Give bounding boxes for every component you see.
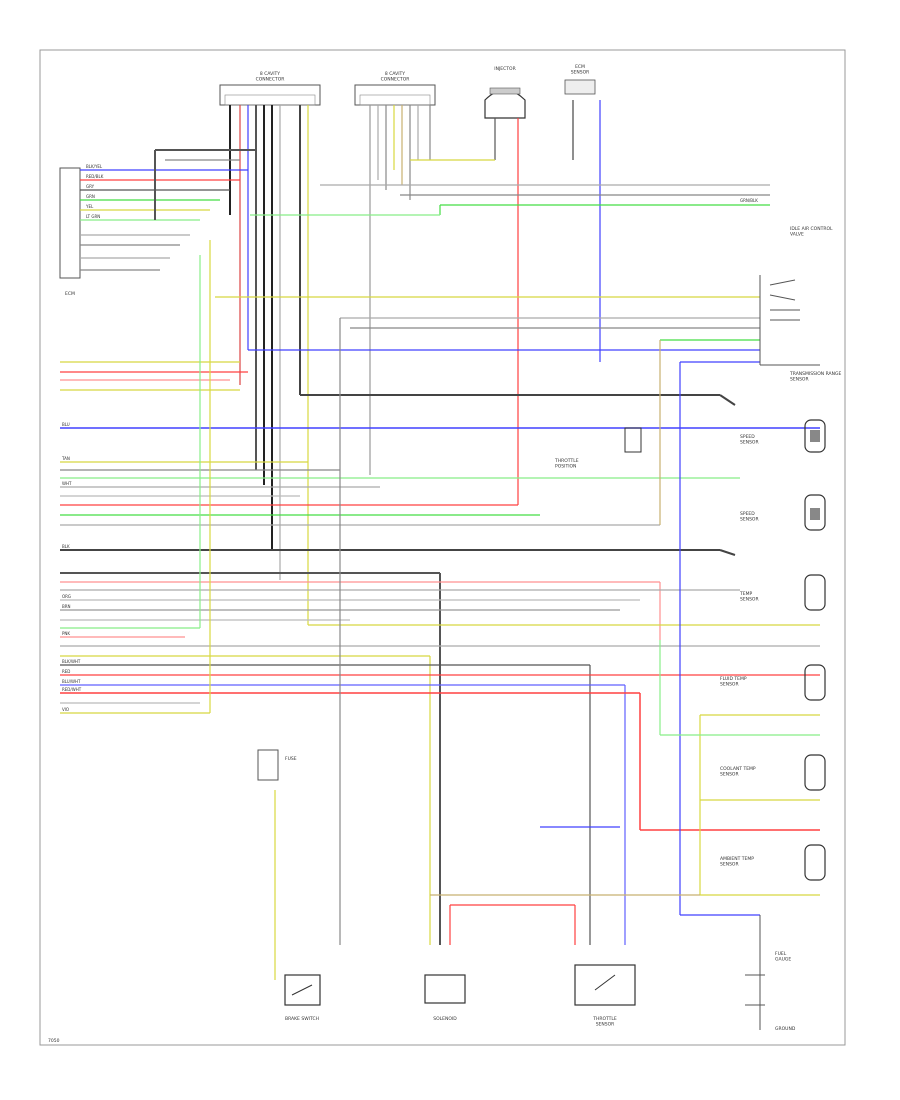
wire-label-red: RED [62,669,70,674]
wire-label-grn-blk: GRN/BLK [740,198,758,203]
wire-label-vio: VIO [62,707,69,712]
injector-top-label: INJECTOR [494,66,515,72]
wire-label-tan: TAN [61,456,70,461]
wire-label-brn: BRN [62,604,71,609]
diagram-border [39,49,846,1046]
wire-label-gry: GRY [86,184,95,189]
wire-label-blu-wht: BLU/WHT [62,679,81,684]
solenoid-label: SOLENOID [433,1016,457,1022]
fuse-block: FUSE [257,749,297,781]
wire-label-red-wht: RED/WHT [62,687,82,692]
wire-label-blk-wht: BLK/WHT [62,659,81,664]
footer-id: 7050 [48,1038,60,1044]
wire-label-org: ORG [62,594,71,599]
wire-label-blk-yel: BLK/YEL [86,164,103,169]
fuse-block-label: FUSE [285,756,297,762]
ecm-left-label: ECM [65,291,75,297]
wire-label-pnk: PNK [62,631,70,636]
wire-label-blk: BLK [62,544,70,549]
solenoid: SOLENOID [424,974,466,1022]
brake-switch-label: BRAKE SWITCH [285,1016,319,1022]
brake-switch: BRAKE SWITCH [284,974,321,1022]
wire-label-lt-grn: LT GRN [86,214,100,219]
wire-label-blu: BLU [62,422,70,427]
wire-label-yel: YEL [85,204,94,209]
left-connector-block: ECM [59,167,81,297]
wire-label-wht: WHT [62,481,72,486]
ground-label: GROUND [775,1026,796,1032]
injector-top: INJECTOR [484,66,526,119]
wire-label-red-blk: RED/BLK [86,174,104,179]
wire-label-grn: GRN [86,194,95,199]
